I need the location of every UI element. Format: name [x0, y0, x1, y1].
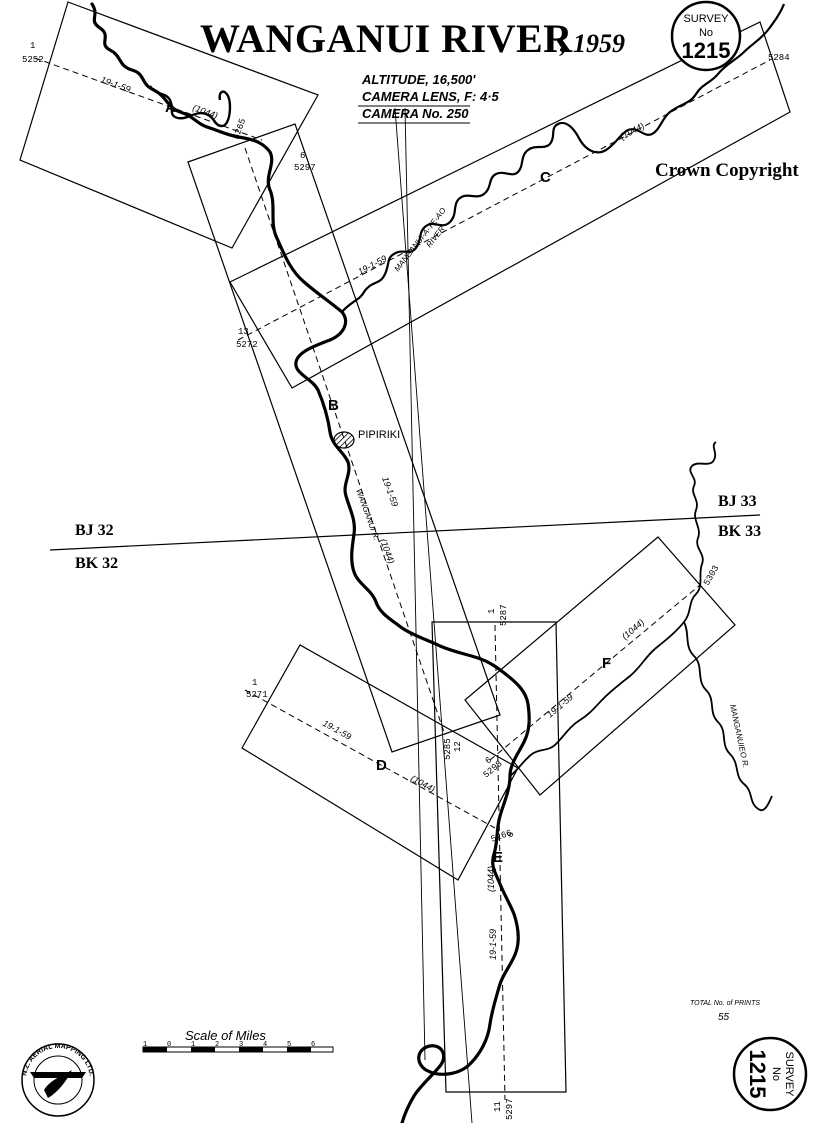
frame-run-c: [229, 21, 791, 389]
scale-bar: Scale of Miles 1 0 1 2 3 4 5 6: [142, 1028, 334, 1053]
lens-text: CAMERA LENS, F: 4·5: [362, 89, 500, 104]
run-e-end-frame: 5297: [505, 1098, 515, 1120]
info-leader-lines: [394, 107, 473, 1123]
run-c-end-frame: 5284: [768, 53, 790, 63]
run-d-end-no: 6: [505, 831, 516, 840]
frame-run-b: [187, 123, 501, 753]
scale-tick-2: 1: [191, 1041, 195, 1049]
run-a-focal: (1044): [191, 102, 219, 120]
altitude-text: ALTITUDE, 16,500': [361, 72, 476, 87]
survey-stamp-bottom: SURVEY No 1215: [732, 1036, 808, 1112]
flight-line-c: [237, 59, 771, 341]
manganui-a-te-ao-river: [341, 3, 786, 313]
survey-stamp-top-label: SURVEY: [683, 13, 729, 25]
run-e-date: 19-1-59: [488, 929, 498, 960]
run-c-date: 19-1-59: [356, 253, 388, 276]
run-d-start-no: 1: [252, 678, 257, 688]
frame-run-e: [431, 621, 567, 1093]
run-d-start-frame: 5271: [246, 690, 268, 700]
run-b-end-frame: 5285: [443, 738, 453, 760]
grid-bj33: BJ 33: [718, 493, 757, 510]
run-letter-e: E: [493, 849, 503, 866]
run-f-start-frame: 5298: [482, 759, 505, 781]
maker-text: N.Z. AERIAL MAPPING LTD.: [21, 1043, 94, 1077]
survey-stamp-bottom-number: 1215: [745, 1050, 770, 1099]
run-c-start-frame: 5272: [236, 340, 258, 350]
run-b-focal: (1044): [378, 537, 396, 565]
run-letter-b: B: [328, 397, 339, 414]
survey-stamp-top: SURVEY No 1215: [670, 0, 742, 72]
scale-tick-4: 3: [239, 1041, 243, 1049]
run-f-start-no: 6: [484, 755, 495, 766]
run-letter-d: D: [376, 757, 387, 774]
run-c-start-no: 13: [238, 327, 249, 337]
run-f-focal: (1044): [620, 617, 646, 641]
grid-boundary-line: [49, 514, 761, 551]
run-a-date: 19-1-59: [99, 74, 132, 94]
wanganui-river: [90, 2, 531, 1123]
total-prints-count: 55: [718, 1012, 730, 1023]
scale-tick-0: 1: [143, 1041, 147, 1049]
run-d-date: 19-1-59: [321, 718, 353, 742]
run-f-date: 19-1-59: [545, 692, 575, 720]
flight-line-d: [244, 689, 496, 829]
flight-frames: [19, 1, 791, 1093]
crown-copyright: Crown Copyright: [655, 160, 799, 181]
run-b-start-frame: 5297: [294, 163, 316, 173]
grid-bk33: BK 33: [718, 523, 761, 540]
run-e-start-frame: 5287: [499, 604, 509, 626]
camera-info: ALTITUDE, 16,500' CAMERA LENS, F: 4·5 CA…: [358, 72, 500, 124]
scale-tick-1: 0: [167, 1041, 171, 1049]
run-b-start-no: 6: [300, 151, 305, 161]
scale-tick-7: 6: [311, 1041, 315, 1049]
grid-bj32: BJ 32: [75, 522, 114, 539]
run-a-start-frame: 5252: [22, 55, 44, 65]
scale-tick-5: 4: [263, 1041, 267, 1049]
survey-stamp-bottom-label: SURVEY: [783, 1051, 795, 1097]
pipiriki-settlement: [333, 431, 355, 449]
run-d-focal: (1044): [409, 773, 437, 794]
frame-run-a: [19, 1, 319, 249]
run-c-focal: (1044): [618, 121, 646, 142]
flight-line-f: [489, 584, 701, 761]
scale-label: Scale of Miles: [185, 1028, 266, 1043]
run-e-start-no: 1: [487, 609, 497, 614]
run-e-focal: (1044): [486, 866, 496, 892]
run-a-start-no: 1: [30, 41, 35, 51]
total-prints-label: TOTAL No. of PRINTS: [690, 1000, 760, 1007]
manganuieo-river: [509, 441, 773, 812]
nz-aerial-mapping-logo: N.Z. AERIAL MAPPING LTD.: [21, 1043, 95, 1117]
wanganui-label: WANGANUI R.: [354, 488, 381, 542]
river-meander-a: [148, 85, 232, 128]
run-letter-a: A: [165, 99, 176, 116]
scale-tick-3: 2: [215, 1041, 219, 1049]
run-f-end-frame: 5303: [702, 564, 721, 588]
run-letter-c: C: [540, 169, 551, 186]
camera-text: CAMERA No. 250: [362, 106, 469, 121]
scale-tick-6: 5: [287, 1041, 291, 1049]
tributary-label: MANGANUI-A-TE-AO: [392, 206, 447, 273]
map-title: WANGANUI RIVER: [200, 16, 573, 61]
run-d-end-frame: 5266: [490, 828, 514, 845]
survey-stamp-bottom-no: No: [770, 1067, 782, 1081]
run-e-end-no: 11: [493, 1101, 503, 1112]
grid-bk32: BK 32: [75, 555, 118, 572]
run-letter-f: F: [602, 655, 611, 672]
flight-line-e: [494, 624, 506, 1101]
survey-stamp-top-no: No: [699, 27, 713, 39]
manganuieo-label: MANGANUIEO R.: [728, 704, 750, 769]
frame-numbers: 1 5252 5265 6 5297 12 5285 13 5272 5284 …: [22, 41, 790, 1120]
pipiriki-label: PIPIRIKI: [358, 429, 400, 441]
frame-run-f: [464, 536, 736, 796]
survey-stamp-top-number: 1215: [682, 38, 731, 63]
run-b-date: 19-1-59: [380, 475, 400, 508]
map-year: , 1959: [559, 29, 625, 58]
run-b-end-no: 12: [453, 741, 463, 752]
flight-lines: [34, 57, 771, 1101]
